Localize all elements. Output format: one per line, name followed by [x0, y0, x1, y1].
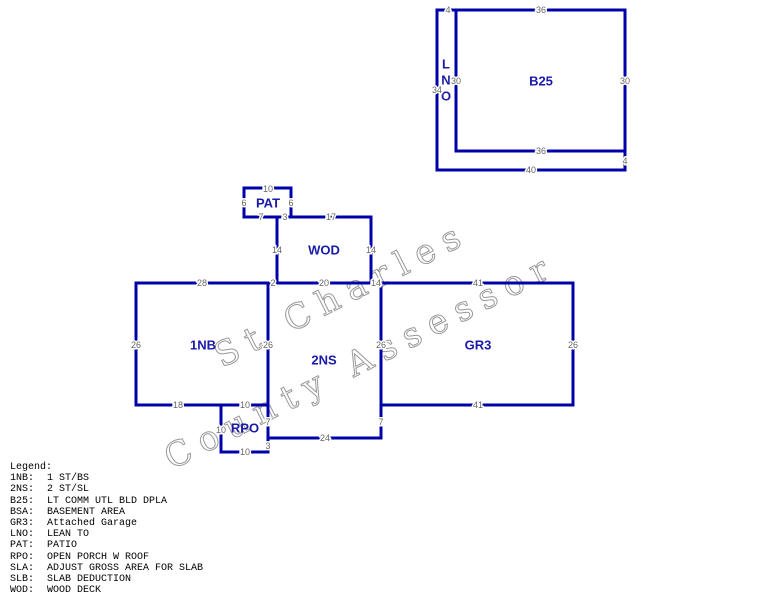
legend-item: LNO: LEAN TO — [10, 529, 203, 540]
legend-item: 1NB: 1 ST/BS — [10, 473, 203, 484]
legend-code: GR3: — [10, 518, 35, 530]
legend-desc: 2 ST/SL — [47, 484, 90, 496]
area-label-1nb: 1NB — [190, 338, 216, 353]
legend-code: PAT: — [10, 540, 35, 552]
legend-desc: PATIO — [47, 540, 78, 552]
legend-desc: OPEN PORCH W ROOF — [47, 551, 150, 563]
dim-label: 26 — [263, 340, 273, 350]
legend-title: Legend: — [10, 462, 53, 473]
dim-label: 41 — [473, 400, 483, 410]
area-label-pat: PAT — [256, 196, 280, 211]
area-label-gr3: GR3 — [465, 338, 492, 353]
area-label-lno-l: L — [442, 57, 450, 72]
area-label-lno-o: O — [441, 89, 451, 104]
dim-label: 36 — [536, 146, 546, 156]
dim-label: 24 — [320, 433, 330, 443]
dim-label: 28 — [197, 278, 207, 288]
legend-code: 2NS: — [10, 484, 35, 496]
area-label-b25: B25 — [529, 74, 553, 89]
legend-code: LNO: — [10, 529, 35, 541]
legend-item: PAT: PATIO — [10, 540, 203, 551]
2ns-outline — [266, 281, 383, 440]
dim-label: 2 — [270, 278, 275, 288]
dim-label: 7 — [258, 212, 263, 222]
legend-items: 1NB: 1 ST/BS 2NS: 2 ST/SL B25: LT COMM UTL BL… — [10, 473, 203, 596]
dim-label: 6 — [241, 198, 246, 208]
area-label-2ns: 2NS — [311, 353, 337, 368]
dim-label: 4 — [622, 156, 627, 166]
legend-item: 2NS: 2 ST/SL — [10, 484, 203, 495]
legend-desc: WOOD DECK — [47, 585, 102, 597]
legend-item: GR3: Attached Garage — [10, 518, 203, 529]
rpo-outline — [219, 403, 270, 454]
dim-label: 20 — [319, 278, 329, 288]
legend-desc: LT COMM UTL BLD DPLA — [47, 495, 168, 507]
area-label-lno-n: N — [441, 73, 450, 88]
legend-code: BSA: — [10, 506, 35, 518]
legend-code: SLB: — [10, 574, 35, 586]
dim-label: 26 — [376, 340, 386, 350]
dim-label: 14 — [366, 245, 376, 255]
legend-desc: 1 ST/BS — [47, 473, 90, 485]
dim-label: 30 — [620, 76, 630, 86]
legend-desc: SLAB DEDUCTION — [47, 574, 132, 586]
dim-label: 18 — [173, 400, 183, 410]
dim-label: 14 — [371, 278, 381, 288]
legend-item: BSA: BASEMENT AREA — [10, 507, 203, 518]
legend: Legend:1NB: 1 ST/BS 2NS: 2 ST/SL B25: LT COMM… — [10, 462, 203, 596]
dim-label: 3 — [265, 441, 270, 451]
legend-item: RPO: OPEN PORCH W ROOF — [10, 552, 203, 563]
dim-label: 10 — [240, 447, 250, 457]
1nb-outline — [134, 281, 270, 407]
dim-label: 36 — [536, 5, 546, 15]
legend-code: WOD: — [10, 585, 35, 597]
wod-outline — [275, 215, 373, 285]
legend-desc: BASEMENT AREA — [47, 506, 126, 518]
legend-code: 1NB: — [10, 473, 35, 485]
dim-label: 26 — [131, 340, 141, 350]
legend-item: SLB: SLAB DEDUCTION — [10, 574, 203, 585]
dim-label: 10 — [263, 184, 273, 194]
dimension-labels: 4 36 30 30 34 36 4 40 10 6 6 7 3 17 14 1… — [129, 4, 631, 459]
area-label-rpo: RPO — [231, 421, 259, 436]
dim-label: 17 — [326, 212, 336, 222]
legend-item: SLA: ADJUST GROSS AREA FOR SLAB — [10, 563, 203, 574]
gr3-outline — [379, 281, 575, 407]
legend-desc: Attached Garage — [47, 518, 138, 530]
legend-item: WOD: WOOD DECK — [10, 585, 203, 596]
dim-label: 30 — [451, 76, 461, 86]
legend-code: B25: — [10, 495, 35, 507]
dim-label: 10 — [240, 400, 250, 410]
pat-outline — [242, 186, 293, 219]
dim-label: 7 — [265, 417, 270, 427]
dim-label: 40 — [526, 165, 536, 175]
dim-label: 3 — [282, 212, 287, 222]
dim-label: 41 — [473, 278, 483, 288]
area-label-wod: WOD — [308, 243, 340, 258]
dim-label: 4 — [445, 5, 450, 15]
legend-desc: ADJUST GROSS AREA FOR SLAB — [47, 562, 204, 574]
dim-label: 26 — [568, 340, 578, 350]
dim-label: 14 — [272, 245, 282, 255]
dim-label: 6 — [288, 198, 293, 208]
legend-code: SLA: — [10, 562, 35, 574]
area-labels: B25 L N O PAT WOD 1NB 2NS GR3 RPO — [190, 57, 553, 436]
dim-label: 10 — [216, 425, 226, 435]
legend-item: B25: LT COMM UTL BLD DPLA — [10, 496, 203, 507]
legend-code: RPO: — [10, 551, 35, 563]
lno-outline — [435, 8, 627, 172]
legend-desc: LEAN TO — [47, 529, 90, 541]
dim-label: 34 — [432, 85, 442, 95]
b25-outline — [454, 8, 627, 153]
dim-label: 7 — [378, 417, 383, 427]
